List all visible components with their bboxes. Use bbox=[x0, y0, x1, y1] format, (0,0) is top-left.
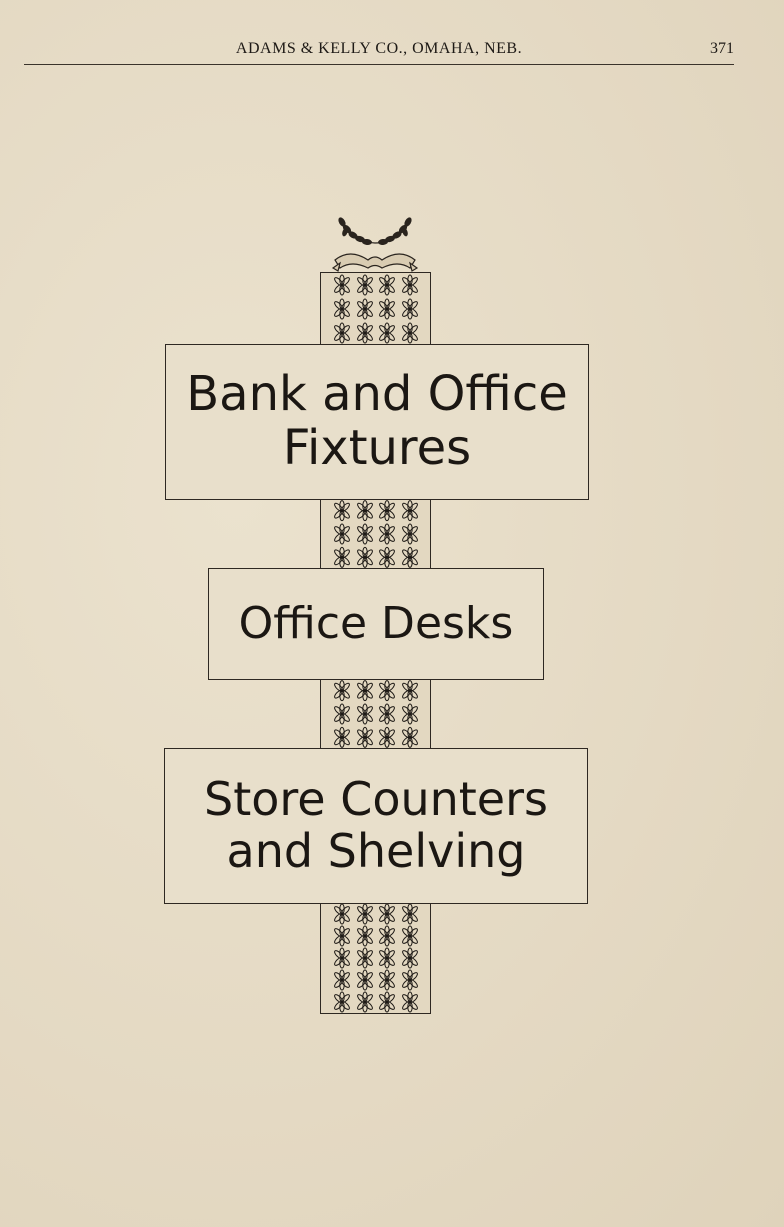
leaf-icon bbox=[379, 322, 395, 344]
leaf-icon bbox=[357, 703, 373, 725]
leaf-icon bbox=[402, 322, 418, 344]
leaf-icon bbox=[334, 546, 350, 568]
leaf-icon bbox=[334, 274, 350, 296]
panel-line: Office Desks bbox=[238, 598, 514, 650]
panel-store-counters-shelving: Store Counters and Shelving bbox=[164, 748, 588, 904]
leaf-icon bbox=[357, 322, 373, 344]
leaf-icon bbox=[402, 680, 418, 702]
panel-office-desks: Office Desks bbox=[208, 568, 544, 680]
leaf-column-bottom bbox=[320, 902, 431, 1014]
leaf-icon bbox=[334, 274, 418, 344]
leaf-icon bbox=[357, 991, 373, 1013]
leaf-icon bbox=[357, 274, 373, 296]
leaf-icon bbox=[334, 991, 350, 1013]
leaf-icon bbox=[334, 903, 418, 1013]
leaf-icon bbox=[357, 947, 373, 969]
leaf-icon bbox=[379, 991, 395, 1013]
leaf-icon bbox=[379, 298, 395, 320]
leaf-icon bbox=[334, 500, 418, 568]
running-head: ADAMS & KELLY CO., OMAHA, NEB. bbox=[235, 40, 523, 57]
leaf-icon bbox=[379, 680, 395, 702]
leaf-icon bbox=[402, 523, 418, 545]
leaf-icon bbox=[402, 925, 418, 947]
leaf-icon bbox=[334, 925, 350, 947]
leaf-icon bbox=[357, 298, 373, 320]
leaf-icon bbox=[334, 969, 350, 991]
leaf-icon bbox=[334, 500, 350, 522]
panel-line: and Shelving bbox=[226, 824, 526, 878]
leaf-icon bbox=[357, 969, 373, 991]
leaf-icon bbox=[357, 903, 373, 925]
leaf-icon bbox=[334, 947, 350, 969]
laurel-wreath-icon bbox=[331, 217, 419, 272]
leaf-icon bbox=[357, 726, 373, 748]
leaf-icon bbox=[379, 500, 395, 522]
leaf-icon bbox=[357, 500, 373, 522]
leaf-icon bbox=[379, 947, 395, 969]
panel-bank-office-fixtures: Bank and Office Fixtures bbox=[165, 344, 589, 500]
leaf-icon bbox=[379, 903, 395, 925]
leaf-icon bbox=[334, 703, 350, 725]
leaf-icon bbox=[402, 991, 418, 1013]
leaf-icon bbox=[334, 680, 350, 702]
leaf-icon bbox=[379, 546, 395, 568]
leaf-icon bbox=[334, 322, 350, 344]
page-number: 371 bbox=[710, 40, 734, 57]
leaf-icon bbox=[334, 523, 350, 545]
panel-line: Bank and Office bbox=[186, 366, 568, 423]
leaf-icon bbox=[402, 546, 418, 568]
leaf-icon bbox=[402, 703, 418, 725]
leaf-icon bbox=[357, 523, 373, 545]
leaf-icon bbox=[334, 298, 350, 320]
leaf-icon bbox=[379, 969, 395, 991]
leaf-icon bbox=[402, 903, 418, 925]
leaf-icon bbox=[334, 680, 418, 748]
leaf-icon bbox=[357, 925, 373, 947]
leaf-icon bbox=[357, 680, 373, 702]
leaf-icon bbox=[379, 703, 395, 725]
leaf-icon bbox=[402, 500, 418, 522]
leaf-icon bbox=[357, 546, 373, 568]
panel-line: Store Counters bbox=[204, 772, 548, 827]
leaf-icon bbox=[402, 726, 418, 748]
panel-line: Fixtures bbox=[282, 420, 472, 476]
leaf-icon bbox=[334, 903, 350, 925]
page-header: ADAMS & KELLY CO., OMAHA, NEB. 371 bbox=[24, 40, 734, 65]
leaf-icon bbox=[379, 274, 395, 296]
leaf-icon bbox=[379, 726, 395, 748]
leaf-icon bbox=[402, 298, 418, 320]
leaf-icon bbox=[402, 947, 418, 969]
leaf-column-top bbox=[320, 272, 431, 346]
leaf-icon bbox=[402, 274, 418, 296]
leaf-column-middle-2 bbox=[320, 678, 431, 750]
leaf-icon bbox=[379, 925, 395, 947]
leaf-icon bbox=[334, 726, 350, 748]
leaf-icon bbox=[379, 523, 395, 545]
leaf-icon bbox=[402, 969, 418, 991]
leaf-column-middle-1 bbox=[320, 498, 431, 570]
